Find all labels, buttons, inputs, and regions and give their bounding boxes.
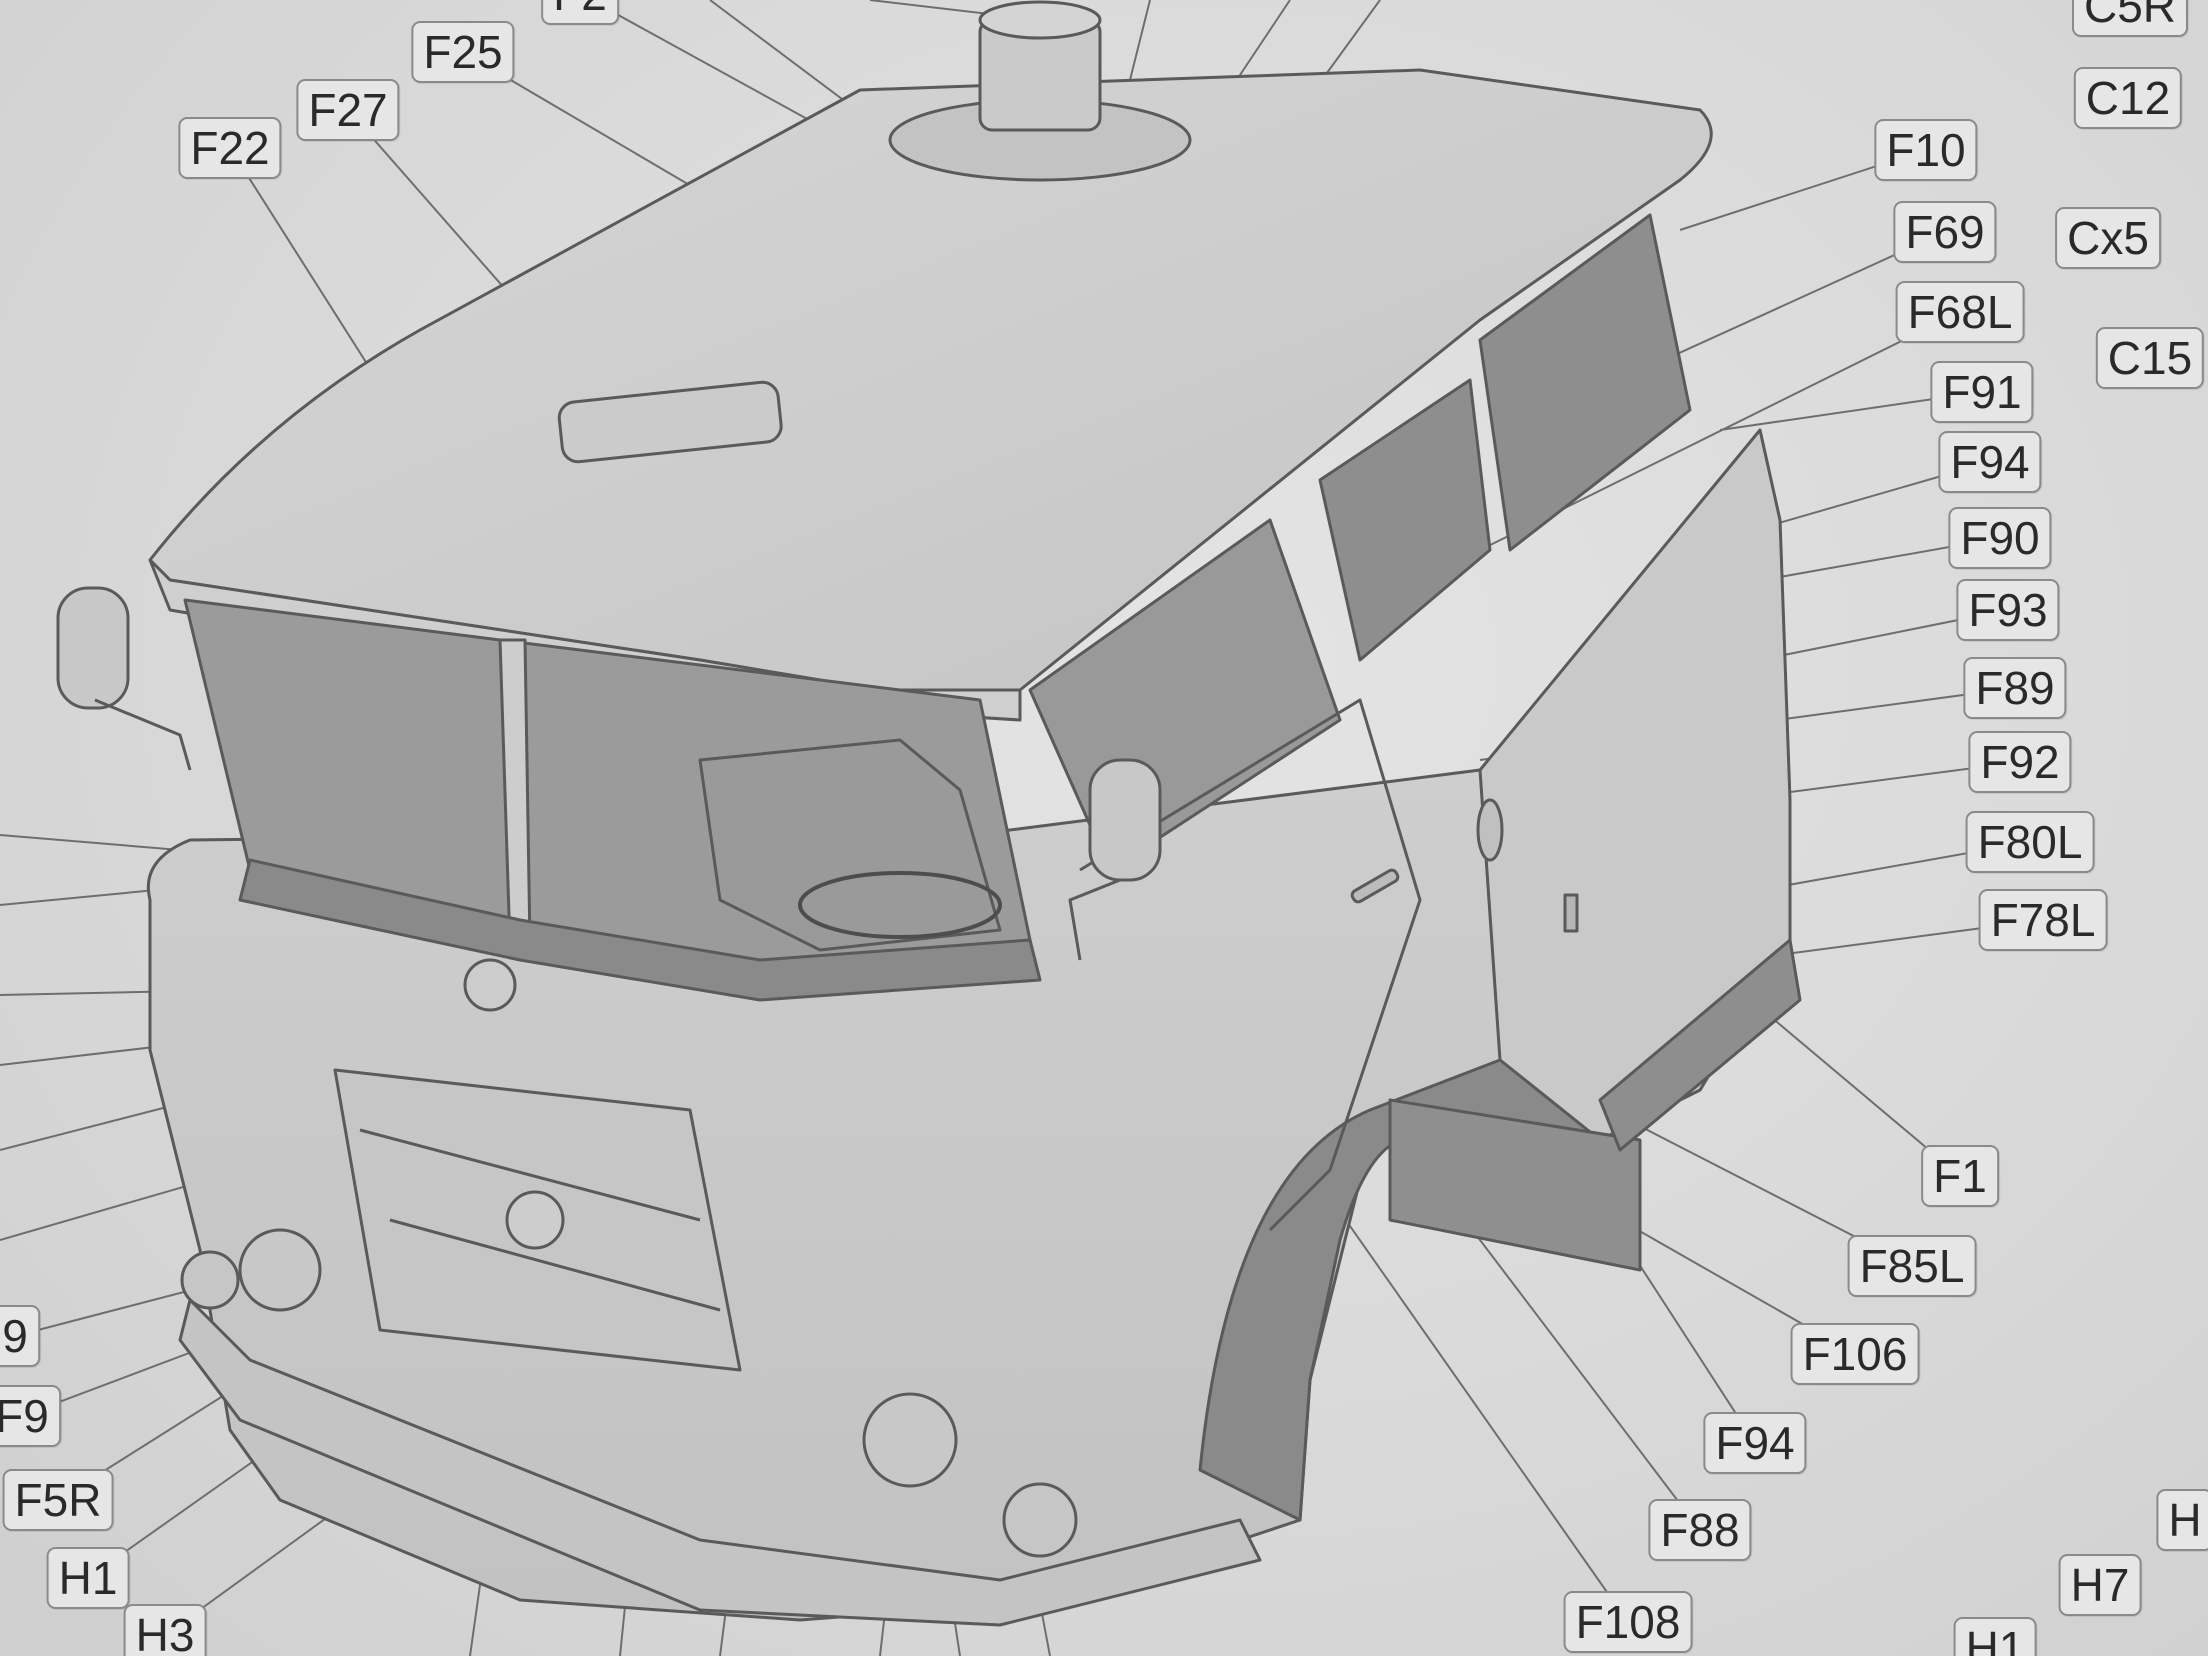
beacon-top	[978, 0, 1102, 40]
part-label-c15: C15	[2095, 327, 2205, 389]
part-label-f92: F92	[1968, 731, 2072, 793]
cab-body	[56, 0, 1802, 1627]
mudflap	[1388, 1098, 1642, 1272]
part-label-f22: F22	[178, 117, 282, 179]
part-label-f108: F108	[1563, 1591, 1693, 1653]
door-handle	[1350, 868, 1400, 904]
part-label-f80l: F80L	[1965, 811, 2095, 873]
part-label-f10: F10	[1874, 119, 1978, 181]
right-mirror	[1088, 758, 1162, 882]
part-label-f85l: F85L	[1847, 1235, 1977, 1297]
part-label-f2x: F2	[541, 0, 619, 25]
part-label-f106: F106	[1790, 1323, 1920, 1385]
part-label-f69: F69	[1893, 201, 1997, 263]
part-label-f5r: F5R	[2, 1469, 114, 1531]
side-vent	[1563, 893, 1579, 933]
part-label-f27: F27	[296, 79, 400, 141]
side-window-2	[1478, 213, 1692, 552]
part-label-cx5: Cx5	[2055, 207, 2161, 269]
leader-line-f22	[229, 147, 391, 401]
roof-hatch	[557, 380, 783, 464]
part-label-f94a: F94	[1938, 431, 2042, 493]
part-label-f68l: F68L	[1895, 281, 2025, 343]
leader-line-offpage-8	[1129, 0, 1151, 81]
right-mirror-arm	[1068, 878, 1121, 961]
front-lamp	[463, 958, 517, 1012]
grille-badge	[505, 1190, 565, 1250]
part-label-x9a: 9	[0, 1305, 40, 1367]
interior-seat	[698, 738, 1002, 952]
part-label-f9: F9	[0, 1385, 61, 1447]
left-mirror	[56, 586, 130, 710]
part-label-f25: F25	[411, 21, 515, 83]
part-label-f88: F88	[1648, 1499, 1752, 1561]
part-label-c5r: C5R	[2071, 0, 2189, 37]
steering-wheel	[798, 871, 1002, 939]
side-window-1	[1318, 378, 1492, 662]
headlight-right	[862, 1392, 958, 1488]
indicator-left	[180, 1250, 240, 1310]
part-label-h1b: H1	[1953, 1617, 2037, 1656]
roof-panel	[148, 68, 1713, 692]
part-label-h7: H7	[2058, 1554, 2142, 1616]
front-bumper	[178, 1298, 1262, 1627]
fuel-cap	[1476, 798, 1504, 862]
part-label-f90: F90	[1948, 507, 2052, 569]
headlight-left	[238, 1228, 322, 1312]
part-label-h3: H3	[123, 1604, 207, 1656]
dashboard	[238, 858, 1042, 1002]
part-label-c12: C12	[2073, 67, 2183, 129]
rear-corner-panel	[1598, 938, 1802, 1152]
part-label-f94b: F94	[1703, 1412, 1807, 1474]
part-label-f1: F1	[1921, 1145, 1999, 1207]
part-label-f91: F91	[1930, 361, 2034, 423]
part-label-f89: F89	[1963, 657, 2067, 719]
left-mirror-arm	[94, 698, 192, 771]
part-label-f78l: F78L	[1978, 889, 2108, 951]
indicator-right	[1002, 1482, 1078, 1558]
part-label-hx: H	[2156, 1489, 2208, 1551]
part-label-h1a: H1	[46, 1547, 130, 1609]
door-outline	[1079, 698, 1422, 1232]
part-label-f93: F93	[1956, 579, 2060, 641]
